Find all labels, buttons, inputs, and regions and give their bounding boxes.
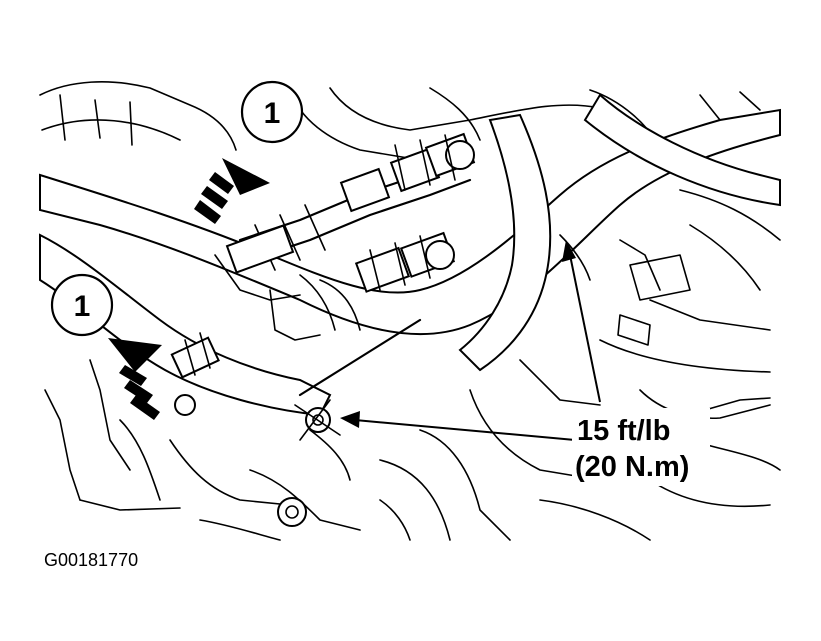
torque-value-metric: (20 N.m) — [575, 451, 689, 483]
torque-leader-lines — [340, 240, 601, 441]
callout-1-upper: 1 — [240, 80, 304, 144]
torque-value-imperial: 15 ft/lb — [577, 415, 670, 447]
coolant-hoses — [39, 93, 781, 417]
figure-id: G00181770 — [44, 550, 138, 570]
callout-number: 1 — [264, 97, 281, 130]
callout-1-lower: 1 — [50, 273, 114, 337]
direction-arrow-lower — [108, 338, 162, 420]
torque-spec-label: 15 ft/lb (20 N.m) — [572, 408, 710, 486]
fuel-rail-assembly — [170, 132, 691, 527]
direction-arrow-upper — [194, 158, 270, 224]
callout-number: 1 — [74, 290, 91, 323]
